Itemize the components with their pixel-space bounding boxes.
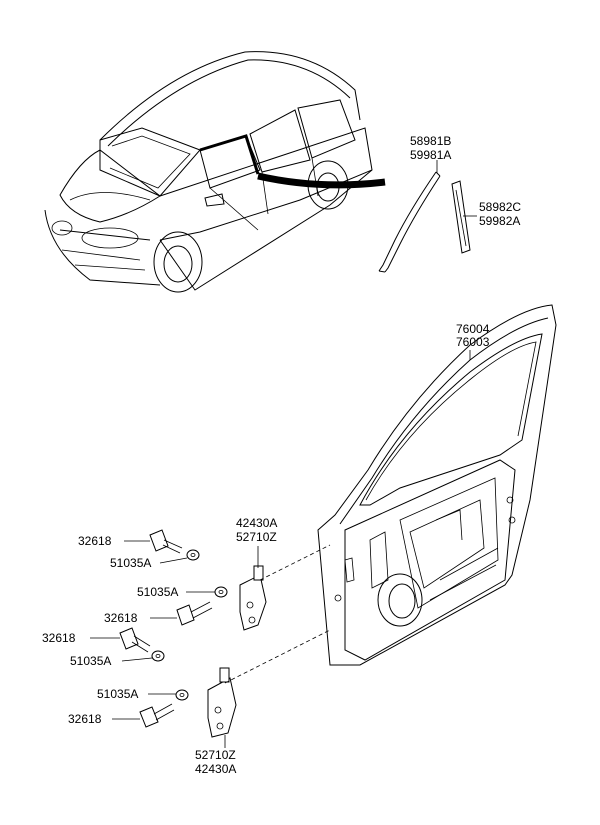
minivan-illustration: [44, 51, 386, 293]
front-door-panel: [317, 304, 557, 666]
label-hinge-upper-2: 52710Z: [236, 530, 277, 544]
dash-upper-hinge: [259, 544, 331, 581]
label-door-1: 76004: [456, 322, 490, 336]
label-moulding-lower-1: 58982C: [479, 200, 521, 214]
lower-hinge: [207, 667, 237, 738]
bolt-icon: [119, 627, 151, 653]
label-hinge-lower-1: 52710Z: [195, 748, 236, 762]
door-mouldings: [378, 171, 471, 273]
label-washer-3: 51035A: [70, 654, 111, 668]
label-moulding-upper-2: 59981A: [410, 148, 451, 162]
upper-hinge: [239, 565, 267, 631]
washer-icon: [214, 586, 228, 598]
label-moulding-lower-2: 59982A: [479, 214, 520, 228]
label-washer-4: 51035A: [97, 687, 138, 701]
dash-lower-hinge: [224, 629, 331, 684]
label-washer-1: 51035A: [110, 556, 151, 570]
washer-icon: [151, 650, 165, 662]
bolt-icon: [176, 601, 213, 626]
label-hinge-upper-1: 42430A: [236, 516, 277, 530]
label-moulding-upper-1: 58981B: [410, 134, 451, 148]
washer-icon: [186, 549, 200, 561]
label-hinge-lower-2: 42430A: [195, 762, 236, 776]
bolt-icon: [139, 703, 175, 728]
label-door-2: 76003: [456, 335, 490, 349]
washer-icon: [175, 689, 189, 701]
label-bolt-4: 32618: [68, 712, 102, 726]
label-bolt-2: 32618: [104, 611, 138, 625]
label-bolt-1: 32618: [78, 534, 112, 548]
label-bolt-3: 32618: [42, 631, 76, 645]
bolt-icon: [149, 529, 183, 554]
label-washer-2: 51035A: [137, 585, 178, 599]
